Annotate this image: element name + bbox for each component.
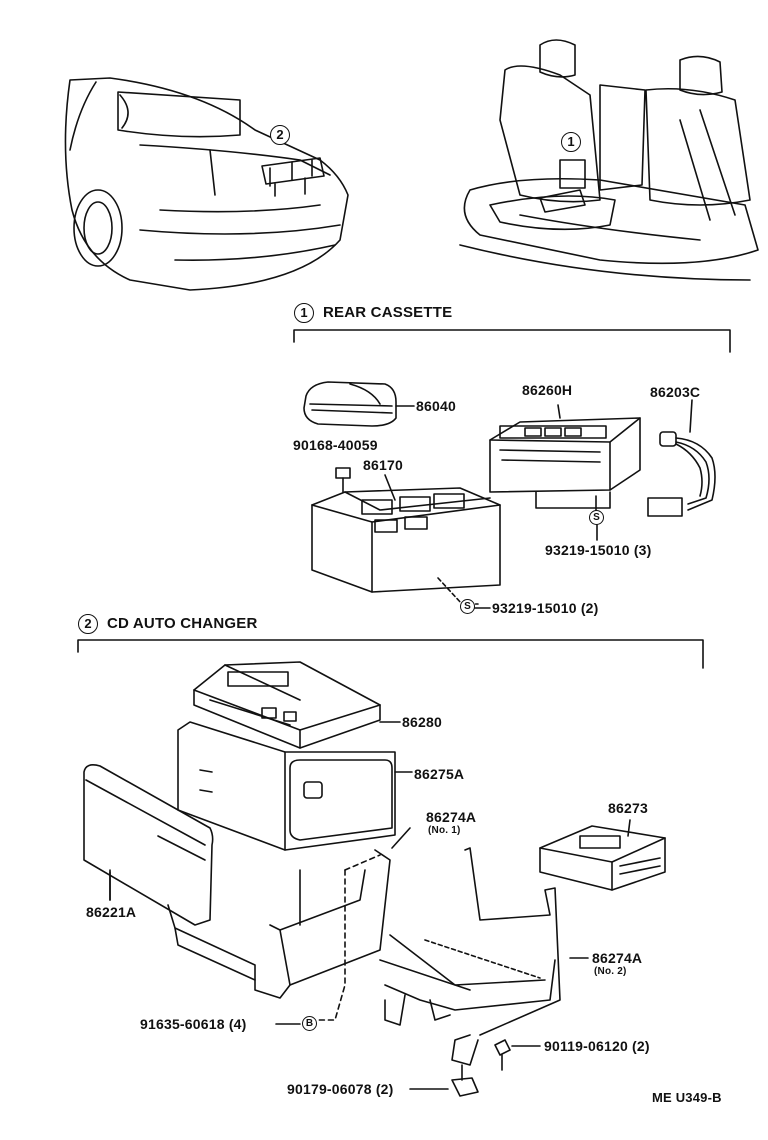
- part-86170-case: [312, 475, 500, 604]
- part-label-86221A: 86221A: [86, 904, 137, 920]
- car-rear-illustration: [65, 78, 348, 290]
- screw-90119: [495, 1040, 540, 1070]
- callout-2-car: 2: [270, 125, 290, 145]
- part-86273-magazine: [540, 820, 665, 890]
- nut-90179: [452, 1065, 478, 1096]
- part-note-no2: (No. 2): [594, 966, 627, 977]
- part-86280-cd-unit: [194, 662, 400, 748]
- part-note-no1: (No. 1): [428, 825, 461, 836]
- part-label-86274A-no2: 86274A: [592, 950, 643, 966]
- part-label-86275A: 86275A: [414, 766, 465, 782]
- callout-b: B: [302, 1016, 317, 1031]
- part-86221A-side-panel: [84, 765, 213, 925]
- section-1-circle: 1: [294, 303, 314, 323]
- part-86260H-deck: [490, 405, 640, 512]
- part-label-86274A-no1: 86274A: [426, 809, 477, 825]
- part-label-86203C: 86203C: [650, 384, 701, 400]
- rear-seat-illustration: [460, 40, 758, 280]
- section-title-cd-auto-changer: CD AUTO CHANGER: [107, 615, 258, 632]
- screw-90168: [336, 468, 350, 492]
- part-label-91635-60618: 91635-60618 (4): [140, 1016, 247, 1032]
- part-label-86170: 86170: [363, 457, 403, 473]
- diagram-code: ME U349-B: [652, 1090, 722, 1105]
- part-label-86260H: 86260H: [522, 382, 573, 398]
- section-title-rear-cassette: REAR CASSETTE: [323, 304, 453, 321]
- callout-s-cassette: S: [589, 510, 604, 525]
- part-86275A-housing: [178, 722, 412, 850]
- part-label-93219-15010-2: 93219-15010 (2): [492, 600, 599, 616]
- cd-changer-bracket-line: [78, 640, 703, 668]
- part-86040-cover: [304, 382, 414, 426]
- part-86274A-no1-bracket: [168, 828, 410, 1020]
- part-label-86273: 86273: [608, 800, 648, 816]
- section-2-circle: 2: [78, 614, 98, 634]
- callout-s-case: S: [460, 599, 475, 614]
- part-86274A-no2-bracket: [380, 848, 588, 1065]
- rear-cassette-bracket-line: [294, 330, 730, 352]
- part-label-90168-40059: 90168-40059: [293, 437, 378, 453]
- part-label-86040: 86040: [416, 398, 456, 414]
- part-86203C-wire-harness: [648, 400, 715, 516]
- part-label-93219-15010-3: 93219-15010 (3): [545, 542, 652, 558]
- part-label-90119-06120: 90119-06120 (2): [544, 1038, 650, 1054]
- part-label-86280: 86280: [402, 714, 442, 730]
- part-label-90179-06078: 90179-06078 (2): [287, 1081, 394, 1097]
- callout-1-seat: 1: [561, 132, 581, 152]
